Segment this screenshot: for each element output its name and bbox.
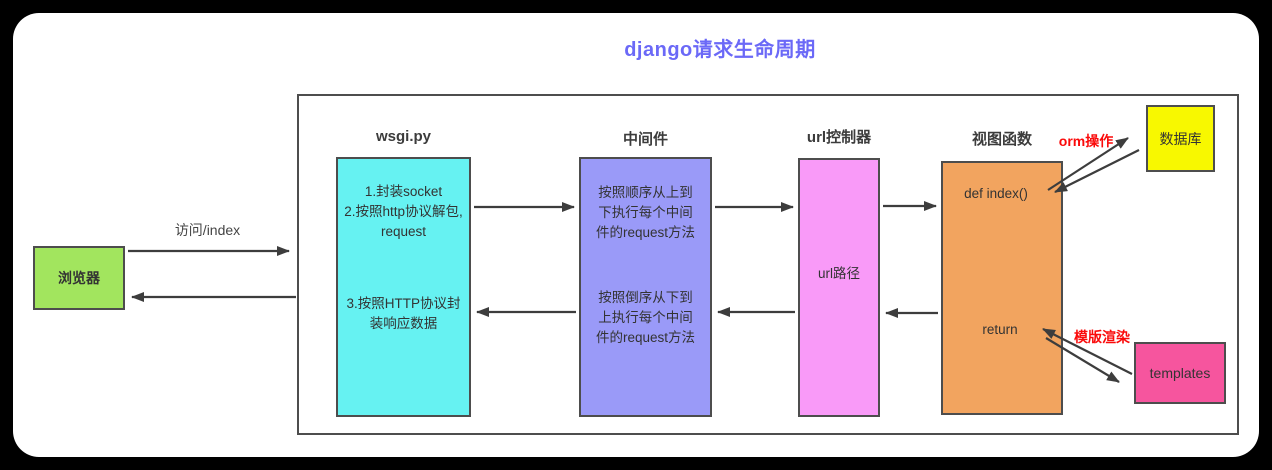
wsgi-request-steps: 1.封装socket 2.按照http协议解包, request <box>344 184 463 239</box>
middleware-header: 中间件 <box>622 131 668 148</box>
browser-label: 浏览器 <box>58 270 100 286</box>
url-controller-box: url路径 <box>798 158 880 417</box>
orm-operation-label: orm操作 <box>1058 133 1114 149</box>
view-function-box: def index() return <box>941 161 1063 415</box>
view-return-label: return <box>982 322 1018 337</box>
wsgi-box: 1.封装socket 2.按照http协议解包, request 3.按照HTT… <box>336 157 471 417</box>
wsgi-header: wsgi.py <box>375 128 431 145</box>
diagram-title: django请求生命周期 <box>624 39 816 61</box>
template-render-label: 模版渲染 <box>1074 329 1130 345</box>
database-box: 数据库 <box>1146 105 1215 172</box>
database-label: 数据库 <box>1159 130 1202 147</box>
templates-box: templates <box>1134 342 1226 404</box>
url-controller-header: url控制器 <box>806 129 872 146</box>
templates-label: templates <box>1149 365 1211 381</box>
view-def-label: def index() <box>964 186 1028 201</box>
view-function-header: 视图函数 <box>971 131 1032 148</box>
middleware-box: 按照顺序从上到 下执行每个中间 件的request方法 按照倒序从下到 上执行每… <box>579 157 712 417</box>
middleware-request-text: 按照顺序从上到 下执行每个中间 件的request方法 <box>595 185 696 240</box>
middleware-response-text: 按照倒序从下到 上执行每个中间 件的request方法 <box>595 290 696 345</box>
url-path-label: url路径 <box>817 266 860 281</box>
browser-box: 浏览器 <box>33 246 125 310</box>
request-arrow-label: 访问/index <box>174 222 241 238</box>
wsgi-response-step: 3.按照HTTP协议封 装响应数据 <box>346 296 461 331</box>
